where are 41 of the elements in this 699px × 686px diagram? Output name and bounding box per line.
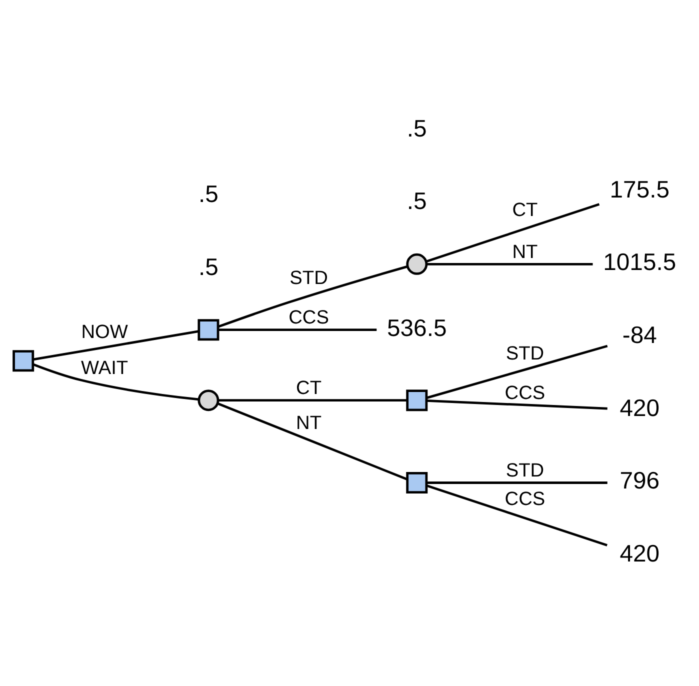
edge-label: STD bbox=[505, 343, 544, 364]
connector bbox=[218, 399, 407, 402]
edge-label: WAIT bbox=[80, 358, 128, 379]
connector bbox=[217, 265, 408, 328]
connector bbox=[32, 363, 198, 401]
connector bbox=[218, 328, 376, 332]
node-text: 175.5 bbox=[609, 176, 670, 204]
connector bbox=[426, 400, 607, 410]
node-circle bbox=[197, 390, 219, 412]
node-box bbox=[197, 319, 219, 341]
node-box bbox=[12, 350, 34, 372]
edge-label: CCS bbox=[504, 489, 545, 510]
node-text: 420 bbox=[619, 394, 660, 422]
node-box bbox=[406, 390, 428, 412]
connector bbox=[217, 402, 407, 480]
edge-label: CCS bbox=[504, 382, 545, 404]
edge-label: STD bbox=[505, 460, 544, 482]
connector bbox=[32, 330, 198, 361]
node-text: -84 bbox=[622, 322, 656, 349]
edge-label: CT bbox=[512, 200, 538, 222]
label: .5 bbox=[406, 188, 426, 216]
label: .5 bbox=[198, 181, 218, 208]
connector bbox=[425, 203, 600, 263]
connector bbox=[426, 482, 607, 484]
connector bbox=[426, 344, 608, 400]
edge-label: STD bbox=[289, 268, 328, 290]
node-text: 1015.5 bbox=[602, 249, 676, 276]
edge-label: CT bbox=[296, 378, 322, 400]
node-circle bbox=[406, 253, 428, 275]
node-box bbox=[406, 472, 428, 494]
edge-label: CCS bbox=[288, 308, 328, 329]
label: .5 bbox=[198, 254, 218, 281]
connector bbox=[426, 262, 592, 266]
edge-label: NT bbox=[296, 412, 322, 434]
node-text: 536.5 bbox=[386, 314, 446, 342]
label: .5 bbox=[406, 115, 426, 142]
edge-label: NOW bbox=[80, 322, 128, 343]
edge-label: NT bbox=[512, 242, 538, 263]
node-text: 420 bbox=[619, 540, 660, 568]
connector bbox=[426, 484, 607, 546]
node-text: 796 bbox=[619, 468, 660, 495]
